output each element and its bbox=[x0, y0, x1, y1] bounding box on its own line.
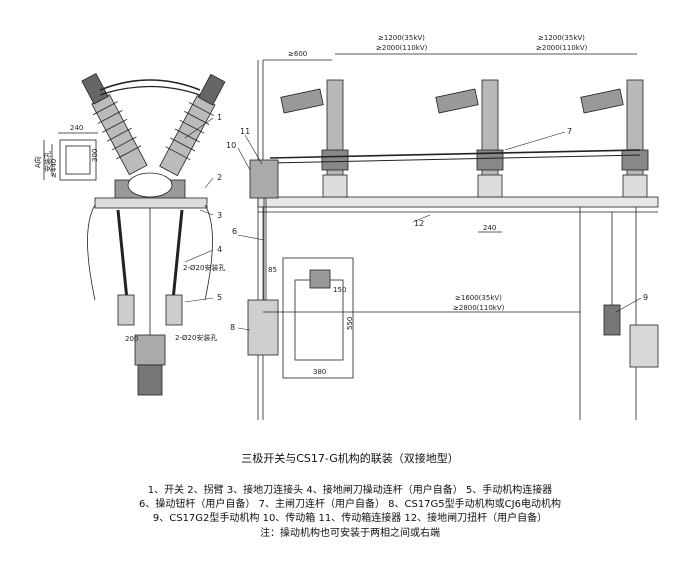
callout-8: 8 bbox=[230, 323, 235, 332]
legend-line-2: 6、操动钮杆（用户自备） 7、主闸刀连杆（用户自备） 8、CS17G5型手动机构… bbox=[139, 499, 561, 510]
pole-1 bbox=[280, 79, 349, 198]
dim-2000-b: ≥2000(110kV) bbox=[536, 44, 588, 52]
front-view bbox=[247, 53, 659, 420]
legend-line-1: 1、开关 2、拐臂 3、接地刀连接头 4、接地闸刀操动连杆（用户自备） 5、手动… bbox=[147, 485, 553, 496]
dim-300: 300 bbox=[91, 149, 99, 162]
dim-440: ≥440 bbox=[50, 159, 58, 178]
dim-600: ≥600 bbox=[288, 50, 307, 58]
dim-1600: ≥1600(35kV) bbox=[455, 294, 502, 302]
callout-9: 9 bbox=[643, 293, 648, 302]
callout-labels: 1 2 3 4 5 6 7 8 9 10 11 12 bbox=[217, 113, 648, 332]
callout-12: 12 bbox=[414, 219, 424, 228]
dim-2800: ≥2800(110kV) bbox=[453, 304, 505, 312]
dim-380: 380 bbox=[313, 368, 326, 376]
dim-550: 550 bbox=[346, 317, 354, 330]
hole-a-label: A向 bbox=[33, 156, 42, 168]
callout-11: 11 bbox=[240, 127, 250, 136]
dim-150: 150 bbox=[333, 286, 346, 294]
left-insulator bbox=[81, 72, 148, 176]
figure-note: 注：操动机构也可安装于两相之间或右端 bbox=[260, 528, 440, 539]
dim-200: 200 bbox=[125, 335, 138, 343]
hole-b-label: 2-Ø20安装孔 bbox=[183, 263, 225, 272]
callout-5: 5 bbox=[217, 293, 222, 302]
dim-240-top: 240 bbox=[70, 124, 83, 132]
dim-240-bot: 240 bbox=[483, 224, 496, 232]
callout-leaders bbox=[184, 117, 642, 331]
dimension-labels: ≥600 ≥1200(35kV) ≥2000(110kV) ≥1200(35kV… bbox=[33, 34, 588, 376]
callout-4: 4 bbox=[217, 245, 222, 254]
callout-7: 7 bbox=[567, 127, 572, 136]
dim-85: 85 bbox=[268, 266, 277, 274]
callout-2: 2 bbox=[217, 173, 222, 182]
right-insulator bbox=[159, 73, 226, 177]
figure-title: 三极开关与CS17-G机构的联装（双接地型） bbox=[241, 452, 459, 465]
hole-c-label: 2-Ø20安装孔 bbox=[175, 333, 217, 342]
pole-3 bbox=[580, 79, 649, 198]
pole-2 bbox=[435, 79, 504, 198]
switch-assembly-drawing: 1 2 3 4 5 6 7 8 9 10 11 12 ≥600 ≥1200(35… bbox=[33, 34, 659, 420]
callout-3: 3 bbox=[217, 211, 222, 220]
dim-1200-a: ≥1200(35kV) bbox=[378, 34, 425, 42]
dim-2000-a: ≥2000(110kV) bbox=[376, 44, 428, 52]
callout-1: 1 bbox=[217, 113, 222, 122]
hole-a-sub-label: 安装孔 bbox=[43, 151, 52, 172]
callout-6: 6 bbox=[232, 227, 237, 236]
legend-line-3: 9、CS17G2型手动机构 10、传动箱 11、传动箱连接器 12、接地闸刀扭杆… bbox=[152, 513, 548, 524]
side-view bbox=[43, 72, 226, 396]
dim-1200-b: ≥1200(35kV) bbox=[538, 34, 585, 42]
callout-10: 10 bbox=[226, 141, 236, 150]
